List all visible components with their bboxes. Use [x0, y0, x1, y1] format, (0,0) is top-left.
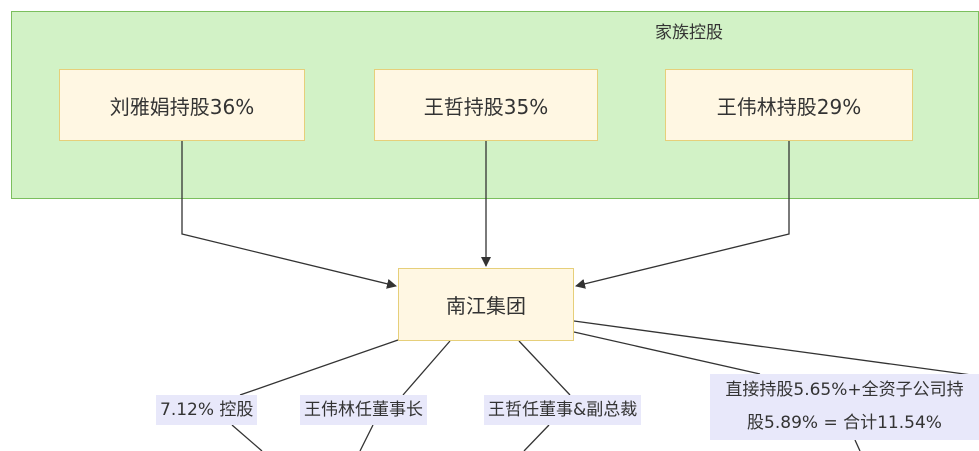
edge-wwl-to-nanjiang — [575, 141, 790, 289]
node-liu-yajuan: 刘雅娟持股36% — [59, 69, 305, 141]
node-liu-yajuan-label: 刘雅娟持股36% — [109, 94, 255, 119]
edge-nanjiang-director — [518, 340, 571, 451]
edge-label-chairman: 王伟林任董事长 — [300, 395, 427, 425]
edge-label-holding-line2: 股5.89% = 合计11.54% — [747, 413, 942, 433]
edge-label-holding-line1: 直接持股5.65%+全资子公司持 — [725, 380, 964, 400]
node-wang-weilin-label: 王伟林持股29% — [716, 94, 862, 119]
edge-liu-to-nanjiang — [181, 141, 397, 289]
node-wang-zhe-label: 王哲持股35% — [423, 94, 549, 119]
edge-nanjiang-holding — [573, 320, 979, 451]
edge-nanjiang-control — [231, 339, 399, 451]
edge-nanjiang-chairman — [359, 340, 451, 451]
edge-label-director: 王哲任董事&副总裁 — [484, 395, 642, 425]
node-wang-zhe: 王哲持股35% — [374, 69, 598, 141]
cluster-title: 家族控股 — [655, 23, 723, 43]
edge-label-holding: 直接持股5.65%+全资子公司持 股5.89% = 合计11.54% — [710, 374, 979, 440]
edge-label-control: 7.12% 控股 — [156, 395, 258, 425]
node-nanjiang-group-label: 南江集团 — [446, 294, 526, 318]
node-wang-weilin: 王伟林持股29% — [665, 69, 913, 141]
node-nanjiang-group: 南江集团 — [398, 268, 574, 341]
